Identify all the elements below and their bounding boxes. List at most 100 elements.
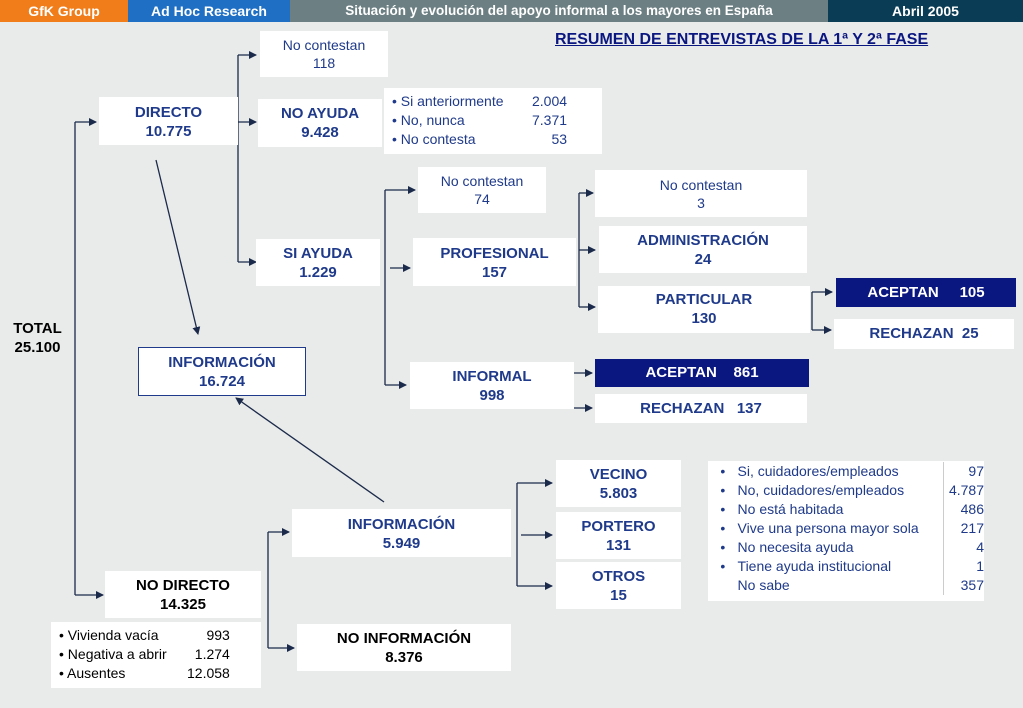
list-item-label: No está habitada: [737, 501, 844, 517]
list-item-value: 53: [551, 131, 568, 147]
list-item: • No, nunca 7.371: [392, 111, 567, 130]
list-item-value: 993: [206, 627, 230, 643]
no-contestan-label: No contestan: [659, 177, 743, 193]
no-ayuda-breakdown: • Si anteriormente 2.004 • No, nunca 7.3…: [384, 88, 602, 154]
bullet: •: [720, 463, 726, 479]
list-item-label: • Vivienda vacía: [59, 627, 159, 643]
no-informacion-label: NO INFORMACIÓN: [336, 630, 472, 647]
no-ayuda-node: NO AYUDA 9.428: [258, 99, 382, 147]
otros-value: 15: [610, 587, 627, 604]
no-contestan-118-node: No contestan 118: [260, 31, 388, 77]
list-item: No sabe 357: [708, 576, 984, 595]
list-item-value: 217: [943, 519, 984, 538]
no-contestan-value: 118: [312, 55, 336, 71]
aceptan-informal-node: ACEPTAN 861: [595, 359, 809, 387]
no-contestan-label: No contestan: [282, 37, 366, 53]
aceptan-label: ACEPTAN: [645, 364, 717, 381]
no-contestan-value: 3: [697, 195, 705, 211]
no-directo-value: 14.325: [160, 596, 206, 613]
rechazan-value: 137: [736, 400, 762, 417]
rechazan-value: 25: [961, 325, 979, 342]
no-contestan-3-node: No contestan 3: [595, 170, 807, 217]
otros-node: OTROS 15: [556, 562, 681, 609]
informacion-main-node: INFORMACIÓN 16.724: [138, 347, 306, 396]
list-item: • Si anteriormente 2.004: [392, 92, 567, 111]
no-directo-breakdown: • Vivienda vacía 993 • Negativa a abrir …: [51, 622, 261, 688]
particular-node: PARTICULAR 130: [598, 286, 810, 333]
total-node: TOTAL 25.100: [0, 319, 75, 357]
informacion-label: INFORMACIÓN: [347, 516, 456, 533]
informal-label: INFORMAL: [452, 368, 532, 385]
si-ayuda-value: 1.229: [299, 264, 337, 281]
rechazan-label: RECHAZAN: [869, 325, 954, 342]
list-item-label: • No contesta: [392, 131, 476, 147]
otros-breakdown: • Si, cuidadores/empleados 97 • No, cuidado…: [708, 461, 984, 601]
no-informacion-value: 8.376: [385, 649, 423, 666]
bullet: •: [720, 482, 726, 498]
list-item-label: No necesita ayuda: [737, 539, 854, 555]
rechazan-particular-node: RECHAZAN 25: [834, 319, 1014, 349]
no-directo-label: NO DIRECTO: [136, 577, 230, 594]
portero-node: PORTERO 131: [556, 512, 681, 559]
list-item: • No contesta 53: [392, 130, 567, 149]
list-item-value: 486: [943, 500, 984, 519]
header-company: GfK Group: [0, 0, 128, 22]
profesional-node: PROFESIONAL 157: [413, 238, 576, 286]
list-item-label: Si, cuidadores/empleados: [737, 463, 899, 479]
profesional-label: PROFESIONAL: [440, 245, 549, 262]
informacion-value: 16.724: [199, 373, 245, 390]
no-contestan-value: 74: [474, 191, 490, 207]
list-item-label: Tiene ayuda institucional: [737, 558, 892, 574]
particular-value: 130: [691, 310, 717, 327]
portero-label: PORTERO: [581, 518, 656, 535]
rechazan-informal-node: RECHAZAN 137: [595, 394, 807, 423]
total-label: TOTAL: [13, 320, 62, 337]
vecino-node: VECINO 5.803: [556, 460, 681, 507]
list-item-label: • Ausentes: [59, 665, 126, 681]
list-item-value: 1: [943, 557, 984, 576]
administracion-label: ADMINISTRACIÓN: [637, 232, 769, 249]
list-item-value: 2.004: [532, 93, 568, 109]
bullet: •: [720, 539, 726, 555]
informacion-label: INFORMACIÓN: [168, 354, 276, 371]
informal-value: 998: [479, 387, 505, 404]
list-item-label: No, cuidadores/empleados: [737, 482, 905, 498]
list-item-value: 12.058: [187, 665, 230, 681]
list-item-value: 7.371: [532, 112, 568, 128]
otros-label: OTROS: [591, 568, 646, 585]
informacion-sub-node: INFORMACIÓN 5.949: [292, 509, 511, 557]
directo-value: 10.775: [145, 123, 192, 140]
list-item-label: • Negativa a abrir: [59, 646, 167, 662]
list-item: • No, cuidadores/empleados 4.787: [708, 481, 984, 500]
informal-node: INFORMAL 998: [410, 362, 574, 409]
list-item-value: 97: [943, 462, 984, 481]
list-item-value: 1.274: [194, 646, 230, 662]
list-item-value: 357: [943, 576, 984, 595]
particular-label: PARTICULAR: [655, 291, 753, 308]
list-item-label: • Si anteriormente: [392, 93, 504, 109]
header-date: Abril 2005: [828, 0, 1023, 22]
rechazan-label: RECHAZAN: [640, 400, 725, 417]
list-item-label: • No, nunca: [392, 112, 465, 128]
si-ayuda-node: SI AYUDA 1.229: [256, 239, 380, 286]
list-item-label: No sabe: [737, 577, 790, 593]
informacion-value: 5.949: [382, 535, 421, 552]
header-study-title: Situación y evolución del apoyo informal…: [290, 0, 828, 22]
vecino-label: VECINO: [589, 466, 648, 483]
directo-node: DIRECTO 10.775: [99, 97, 238, 145]
page-title: RESUMEN DE ENTREVISTAS DE LA 1ª Y 2ª FAS…: [555, 31, 929, 48]
header-department: Ad Hoc Research: [128, 0, 290, 22]
list-item-value: 4.787: [943, 481, 984, 500]
administracion-value: 24: [694, 251, 712, 268]
list-item-value: 4: [943, 538, 984, 557]
aceptan-value: 861: [733, 364, 759, 381]
si-ayuda-label: SI AYUDA: [283, 245, 353, 262]
bullet: [708, 576, 738, 595]
administracion-node: ADMINISTRACIÓN 24: [599, 226, 807, 273]
portero-value: 131: [605, 537, 632, 554]
list-item: • No necesita ayuda 4: [708, 538, 984, 557]
aceptan-label: ACEPTAN: [867, 284, 939, 301]
list-item: • Vivienda vacía 993: [59, 626, 230, 645]
